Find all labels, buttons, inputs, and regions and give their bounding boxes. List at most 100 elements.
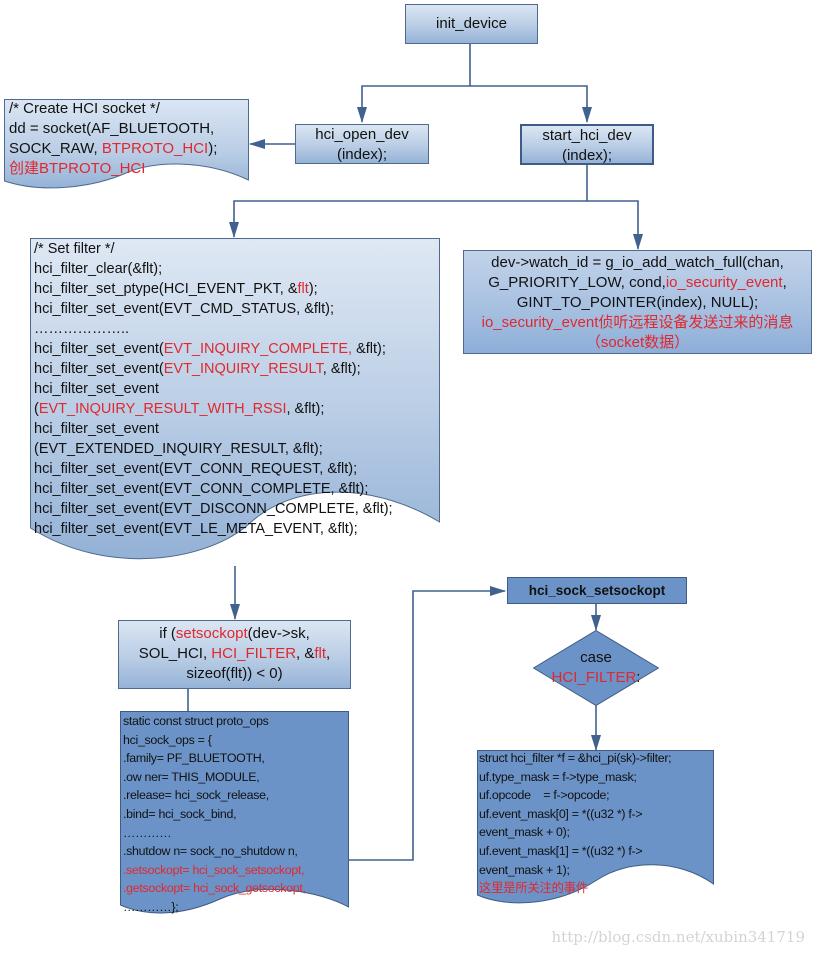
start-hci-dev-line-1: start_hci_dev [542,127,632,144]
highlight-text: 这里是所关注的事件 [479,881,588,896]
connector-start-to-set-filter [229,164,588,238]
code-text: .shutdow n= sock_no_shutdow n, [123,844,298,859]
text-line: .shutdow n= sock_no_shutdow n, [123,842,306,861]
text-line: SOL_HCI, HCI_FILTER, &flt, [119,644,350,664]
filter-struct-text: struct hci_filter *f = &hci_pi(sk)->filt… [479,749,672,898]
create-socket-text: /* Create HCI socket */ dd = socket(AF_BL… [9,99,217,179]
start-hci-dev-node: start_hci_dev (index); [520,124,654,165]
hci-sock-setsockopt-node: hci_sock_setsockopt [507,577,687,604]
text-line: hci_filter_set_event(EVT_INQUIRY_RESULT,… [34,359,393,379]
highlight-text: HCI_FILTER [551,669,637,686]
set-filter-node: /* Set filter */hci_filter_clear(&flt);h… [30,238,440,583]
setsockopt-call-text: if (setsockopt(dev->sk,SOL_HCI, HCI_FILT… [119,624,350,684]
highlight-text: .setsockopt= hci_sock_setsockopt, [123,862,305,877]
code-text: SOL_HCI, [138,645,212,662]
text-line: struct hci_filter *f = &hci_pi(sk)->filt… [479,749,672,768]
code-text: hci_sock_ops = { [123,732,212,747]
code-text: SOCK_RAW, [9,140,102,157]
code-text: , [782,274,787,291]
code-text: G_PRIORITY_LOW, cond, [488,274,666,291]
highlight-text: EVT_INQUIRY_RESULT [163,361,323,377]
code-text: , &flt); [286,401,325,417]
set-filter-text: /* Set filter */hci_filter_clear(&flt);h… [34,239,393,539]
highlight-text: setsockopt [175,625,248,642]
text-line: hci_filter_set_event(EVT_LE_META_EVENT, … [34,519,393,539]
document-shape [120,711,349,914]
text-line: ………… [123,824,306,843]
text-line: .release= hci_sock_release, [123,786,306,805]
highlight-text: HCI_FILTER [211,645,297,662]
code-text: hci_filter_set_event( [34,361,164,377]
text-line: hci_filter_clear(&flt); [34,259,393,279]
connector-init-to-hci-open-dev [357,44,471,123]
filter-struct-node: struct hci_filter *f = &hci_pi(sk)->filt… [477,750,714,910]
text-line: dd = socket(AF_BLUETOOTH, [9,119,217,139]
code-text: …………}; [123,899,179,914]
text-line: hci_sock_ops = { [123,731,306,750]
watch-node: dev->watch_id = g_io_add_watch_full(chan… [463,250,812,354]
code-text: /* Create HCI socket */ [9,100,160,117]
text-line: uf.opcode = f->opcode; [479,786,671,805]
code-text: uf.event_mask[1] = *((u32 *) f-> [479,843,643,858]
text-line: static const struct proto_ops [123,712,306,731]
highlight-text: flt [314,645,327,662]
code-text: .family= PF_BLUETOOTH, [123,751,265,766]
highlight-text: flt [297,281,309,297]
text-line: （socket数据） [464,333,811,353]
highlight-text: BTPROTO_HCI [101,140,209,157]
text-line: hci_filter_set_event [34,379,393,399]
code-text: struct hci_filter *f = &hci_pi(sk)->filt… [479,751,672,765]
text-line: .family= PF_BLUETOOTH, [123,749,306,768]
code-text: , & [296,645,315,662]
text-line: event_mask + 0); [479,823,671,842]
code-text: : [636,669,641,686]
code-text: hci_filter_set_event( [34,341,164,357]
code-text: &flt); [352,341,386,357]
text-line: uf.type_mask = f->type_mask; [479,768,671,787]
text-line: hci_filter_set_ptype(HCI_EVENT_PKT, &flt… [34,279,393,299]
code-text: if ( [159,625,176,642]
code-text: .release= hci_sock_release, [123,788,269,803]
text-line: .getsockopt= hci_sock_getsockopt, [123,879,306,898]
watch-text: dev->watch_id = g_io_add_watch_full(chan… [464,253,811,353]
text-line: hci_filter_set_event(EVT_CONN_COMPLETE, … [34,479,393,499]
text-line: dev->watch_id = g_io_add_watch_full(chan… [464,253,811,273]
document-shape [477,750,714,904]
connector-init-to-start-hci-dev [470,85,592,123]
connector-start-to-watch [587,200,643,250]
text-line: event_mask + 1); [479,861,671,880]
text-line: 创建BTPROTO_HCI [9,159,217,179]
hci-open-dev-node: hci_open_dev (index); [295,124,429,164]
text-line: hci_filter_set_event(EVT_DISCONN_COMPLET… [34,499,393,519]
text-line: if (setsockopt(dev->sk, [119,624,350,644]
code-text: hci_filter_clear(&flt); [34,261,163,277]
code-text: ); [308,281,318,297]
code-text: hci_filter_set_event(EVT_LE_META_EVENT, … [34,521,358,537]
code-text: hci_filter_set_ptype(HCI_EVENT_PKT, & [34,281,298,297]
text-line: .setsockopt= hci_sock_setsockopt, [123,861,306,880]
code-text: dev->watch_id = g_io_add_watch_full(chan… [491,254,784,271]
text-line: (EVT_INQUIRY_RESULT_WITH_RSSI, &flt); [34,399,393,419]
create-socket-node: /* Create HCI socket */ dd = socket(AF_BL… [4,99,249,191]
code-text: event_mask + 0); [479,825,570,840]
text-line: (EVT_EXTENDED_INQUIRY_RESULT, &flt); [34,439,393,459]
code-text: ( [34,401,39,417]
text-line: GINT_TO_POINTER(index), NULL); [464,293,811,313]
code-text: dd = socket(AF_BLUETOOTH, [9,120,215,137]
highlight-text: EVT_INQUIRY_COMPLETE, [163,341,353,357]
text-line: G_PRIORITY_LOW, cond,io_security_event, [464,273,811,293]
code-text: uf.opcode = f->opcode; [479,788,610,803]
code-text: ………… [123,825,172,840]
document-shape [4,99,249,189]
code-text: hci_filter_set_event(EVT_CMD_STATUS, &fl… [34,301,335,317]
text-line: hci_filter_set_event(EVT_CMD_STATUS, &fl… [34,299,393,319]
text-line: sizeof(flt)) < 0) [119,664,350,684]
diamond-shape [533,630,659,706]
hci-open-dev-line-2: (index); [336,146,388,163]
code-text: hci_filter_set_event [34,421,159,437]
text-line: 这里是所关注的事件 [479,879,671,898]
